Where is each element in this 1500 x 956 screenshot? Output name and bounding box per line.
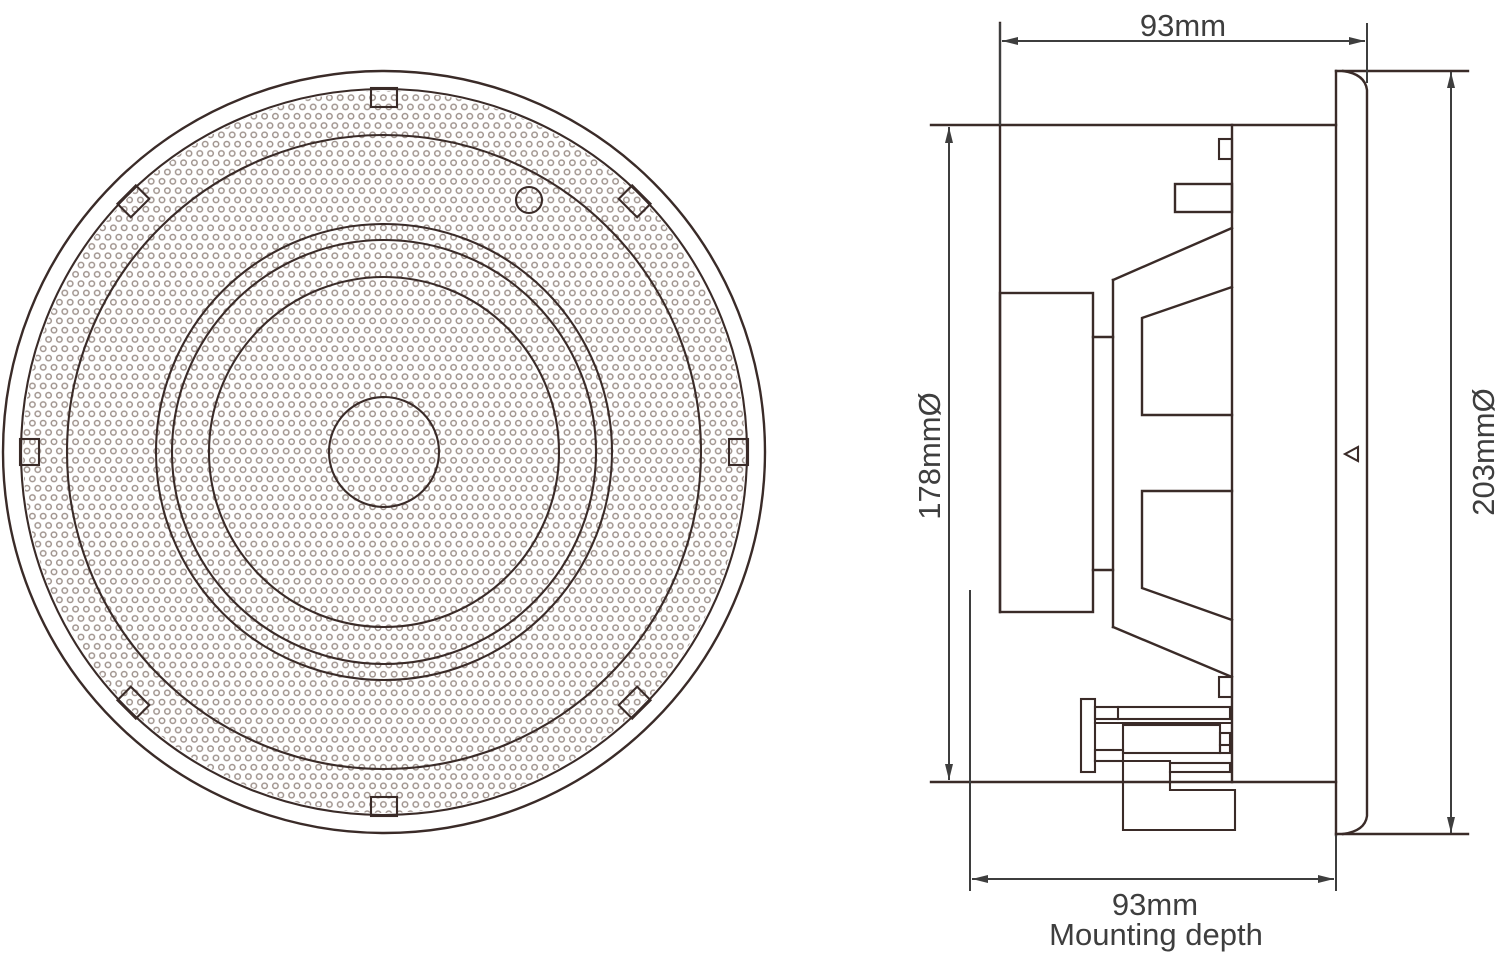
dim-label-mounting-depth-value: 93mm: [1112, 887, 1198, 922]
rim-tab-top: [1217, 137, 1234, 161]
dim-label-inner-diameter: 178mmØ: [912, 392, 947, 519]
terminal-assembly: [1079, 697, 1237, 832]
woofer-surround-inner-circle: [170, 238, 598, 666]
woofer-surround-outer-circle: [154, 222, 614, 682]
basket-vent-upper: [1140, 285, 1234, 417]
dimension-annotations: 93mm 178mmØ 203mmØ 93mm Mounting depth: [912, 8, 1500, 952]
dim-label-mounting-depth: Mounting depth: [1049, 917, 1263, 952]
mounting-clamp: [1173, 182, 1234, 214]
basket-vent-lower: [1140, 489, 1234, 622]
screw-hole: [514, 185, 544, 215]
bezel-outer-circle: [1, 69, 767, 835]
dim-label-overall-diameter: 203mmØ: [1466, 388, 1500, 515]
rim-tab-bottom: [1217, 675, 1234, 699]
magnet: [998, 291, 1095, 614]
dim-label-cutout-width: 93mm: [1140, 8, 1226, 43]
speaker-side-view: [929, 21, 1470, 837]
woofer-cone-circle: [207, 275, 561, 629]
grille-trim-ring: [65, 133, 703, 771]
grille-perforation: [23, 91, 745, 813]
dust-cap-circle: [327, 395, 441, 509]
cone-upper-edge: [1111, 226, 1234, 282]
alignment-triangle-mark: [1342, 445, 1360, 463]
flange-front-face: [1341, 69, 1369, 836]
cone-lower-edge: [1111, 625, 1234, 679]
speaker-front-view: [1, 69, 767, 835]
bezel-tabs: [18, 86, 750, 818]
